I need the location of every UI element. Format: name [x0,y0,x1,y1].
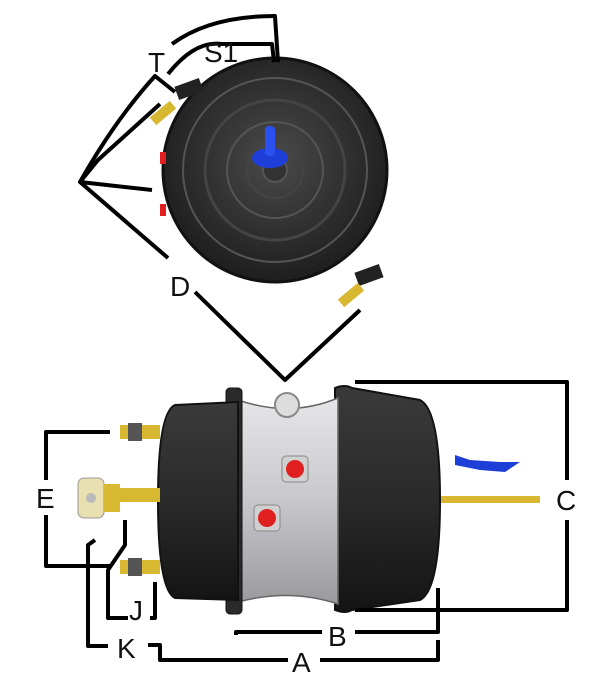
label-d: D [170,271,190,302]
red-port [160,152,166,164]
blue-indicator-icon [252,126,288,168]
stud-fitting-top [149,77,204,126]
label-b: B [328,621,347,652]
side-view [77,385,540,615]
label-a: A [292,647,311,678]
label-c: C [556,485,576,516]
clevis-fitting [77,477,160,519]
top-view [149,56,389,308]
red-port [258,509,276,527]
blue-indicator-icon [455,455,520,472]
label-k: K [117,633,136,664]
mounting-stud-upper [120,423,160,441]
spring-housing [334,385,442,613]
label-s1: S1 [204,37,238,68]
stud-fitting-bottom [337,263,384,308]
center-housing [237,396,339,606]
red-port [160,204,166,216]
dimension-lines [44,14,569,662]
red-port [286,460,304,478]
label-t: T [148,47,165,78]
label-j: J [129,595,143,626]
label-e: E [36,483,55,514]
service-housing [156,400,239,602]
push-rod [440,496,540,503]
mounting-stud-lower [120,558,160,576]
